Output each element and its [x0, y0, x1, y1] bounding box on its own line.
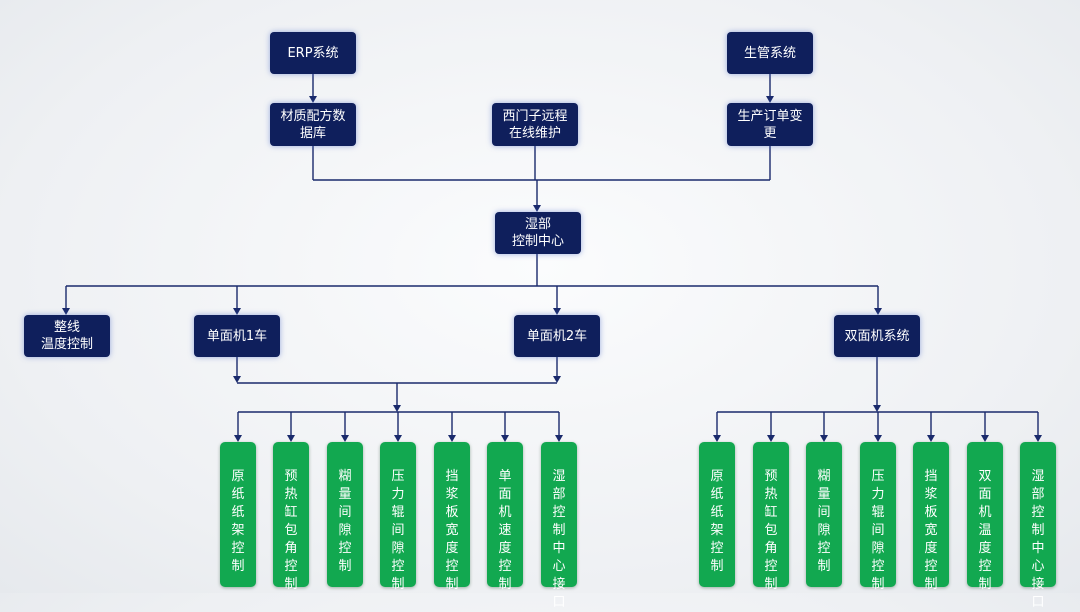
arrow-head	[448, 435, 456, 442]
single-leaf-dam-width: 挡浆板宽度控制	[434, 442, 470, 592]
arrow-head	[234, 435, 242, 442]
arrow-head	[981, 435, 989, 442]
single-facer-2-node: 单面机2车	[514, 315, 600, 357]
arrow-head	[927, 435, 935, 442]
arrow-head	[309, 96, 317, 103]
arrow-head	[533, 205, 541, 212]
double-leaf-dam-width: 挡浆板宽度控制	[913, 442, 949, 592]
single-leaf-preheater: 预热缸包角控制	[273, 442, 309, 592]
arrow-head	[341, 435, 349, 442]
arrow-head	[820, 435, 828, 442]
double-leaf-glue-gap: 糊量间隙控制	[806, 442, 842, 587]
single-leaf-paper-stand: 原纸纸架控制	[220, 442, 256, 587]
single-leaf-glue-gap: 糊量间隙控制	[327, 442, 363, 587]
siemens-maintenance-node: 西门子远程 在线维护	[492, 103, 578, 146]
double-facer-system-node: 双面机系统	[834, 315, 920, 357]
double-leaf-preheater: 预热缸包角控制	[753, 442, 789, 592]
arrow-head	[553, 308, 561, 315]
arrow-head	[874, 435, 882, 442]
material-db-node: 材质配方数 据库	[270, 103, 356, 146]
arrow-head	[873, 405, 881, 412]
arrow-head	[555, 435, 563, 442]
arrow-head	[553, 376, 561, 383]
system-architecture-diagram: ERP系统 生管系统 材质配方数 据库 西门子远程 在线维护 生产订单变 更 湿…	[24, 32, 1056, 610]
production-mgmt-node: 生管系统	[727, 32, 813, 74]
wet-control-center-node: 湿部 控制中心	[495, 212, 581, 254]
erp-system-node: ERP系统	[270, 32, 356, 74]
single-facer-1-node: 单面机1车	[194, 315, 280, 357]
arrow-head	[62, 308, 70, 315]
double-leaf-paper-stand: 原纸纸架控制	[699, 442, 735, 587]
order-change-node: 生产订单变 更	[727, 103, 813, 146]
single-leaf-speed: 单面机速度控制	[487, 442, 523, 592]
double-leaf-wet-interface: 湿部控制中心接口	[1020, 442, 1056, 610]
double-leaf-pressure-roll: 压力辊间隙控制	[860, 442, 896, 592]
arrow-head	[233, 376, 241, 383]
line-temp-control-node: 整线 温度控制	[24, 315, 110, 357]
double-leaf-temperature: 双面机温度控制	[967, 442, 1003, 592]
arrow-head	[233, 308, 241, 315]
arrow-head	[393, 405, 401, 412]
arrow-head	[766, 96, 774, 103]
arrow-head	[501, 435, 509, 442]
arrow-head	[1034, 435, 1042, 442]
arrow-head	[874, 308, 882, 315]
single-leaf-pressure-roll: 压力辊间隙控制	[380, 442, 416, 592]
arrow-head	[713, 435, 721, 442]
arrow-head	[394, 435, 402, 442]
arrow-head	[287, 435, 295, 442]
single-leaf-wet-interface: 湿部控制中心接口	[541, 442, 577, 610]
arrow-head	[767, 435, 775, 442]
connector-lines	[62, 74, 1042, 442]
